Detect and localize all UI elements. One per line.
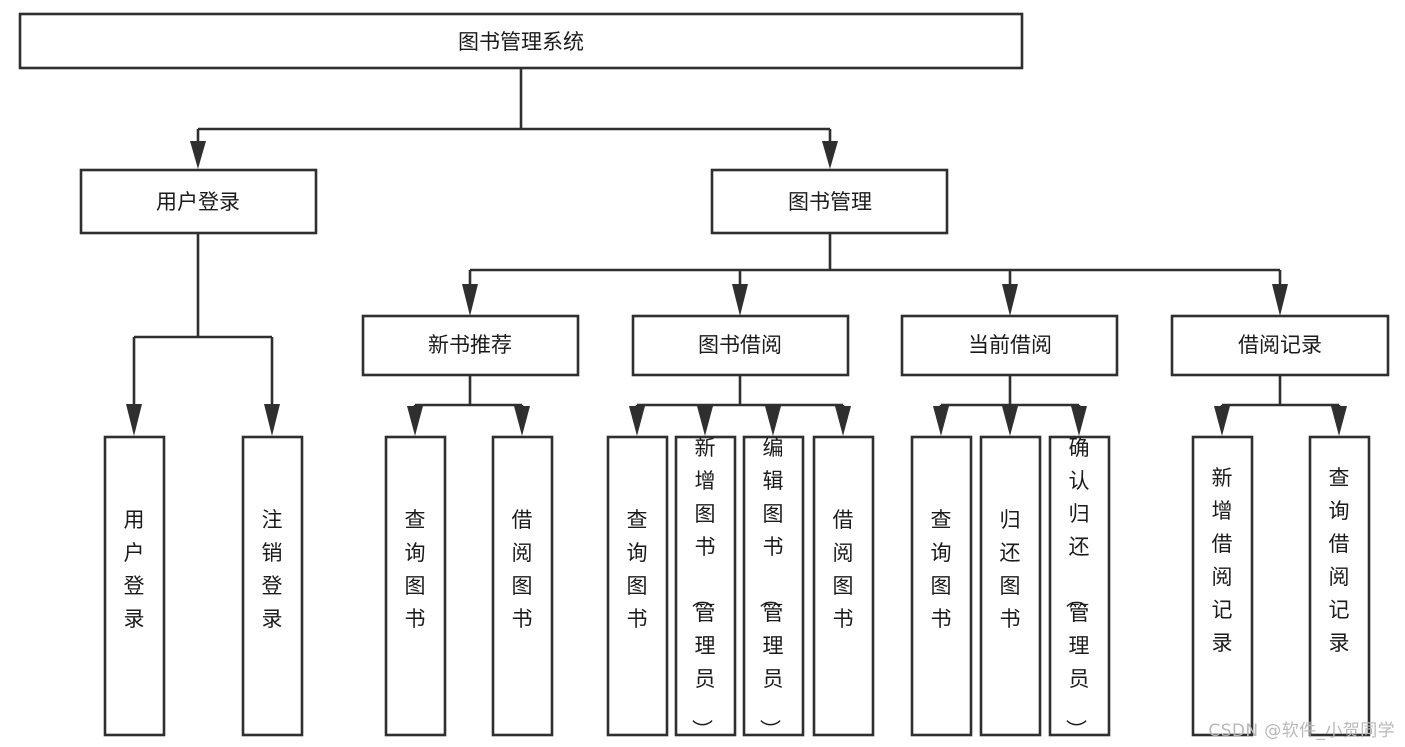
node-leaf-user-login-box[interactable] [103, 435, 166, 737]
node-book-borrow[interactable]: 图书借阅 [631, 314, 850, 377]
arrow-newbook-to-leaf2 [514, 406, 530, 436]
node-leaf-edit-book[interactable]: 编辑图书（管理员） [742, 435, 805, 740]
node-leaf-add-book-box[interactable] [674, 435, 737, 737]
node-leaf-add-record-box[interactable] [1191, 435, 1254, 737]
arrow-currentborrow-to-leaf1 [933, 406, 949, 436]
arrow-bookborrow-to-leaf2 [697, 406, 713, 436]
arrow-borrowrecord-to-leaf2 [1331, 406, 1347, 436]
node-leaf-query-book-2-box[interactable] [606, 435, 669, 737]
node-book-borrow-box[interactable] [631, 314, 850, 377]
node-current-borrow-label: 当前借阅 [968, 333, 1052, 357]
node-leaf-query-record-label: 查询借阅记录 [1329, 466, 1350, 655]
node-user-login-box[interactable] [79, 168, 318, 235]
node-leaf-confirm-return-box[interactable] [1048, 435, 1111, 737]
node-leaf-confirm-return[interactable]: 确认归还（管理员） [1048, 435, 1111, 740]
node-leaf-borrow-book-1-label: 借阅图书 [512, 508, 533, 631]
edge-group-new-book-rec [407, 375, 530, 436]
arrow-currentborrow-to-leaf3 [1071, 406, 1087, 436]
node-leaf-borrow-book-1-box[interactable] [491, 435, 554, 737]
node-borrow-record-box[interactable] [1170, 314, 1390, 377]
node-user-login-label: 用户登录 [156, 190, 240, 214]
edge-group-book-borrow [629, 375, 851, 436]
node-leaf-query-book-1-label: 查询图书 [405, 508, 426, 631]
node-leaf-user-login[interactable]: 用户登录 [103, 435, 166, 737]
node-leaf-query-book-2-label: 查询图书 [627, 508, 648, 631]
node-root[interactable]: 图书管理系统 [18, 12, 1024, 70]
node-leaf-user-login-label: 用户登录 [124, 508, 145, 631]
node-book-manage-box[interactable] [710, 168, 949, 235]
node-borrow-record-label: 借阅记录 [1238, 333, 1322, 357]
node-leaf-query-record-box[interactable] [1308, 435, 1371, 737]
node-leaf-query-book-1[interactable]: 查询图书 [384, 435, 447, 737]
edge-group-current-borrow [933, 375, 1087, 436]
arrow-root-to-book-manage [822, 141, 838, 169]
node-leaf-add-record[interactable]: 新增借阅记录 [1191, 435, 1254, 737]
node-leaf-edit-book-box[interactable] [742, 435, 805, 737]
node-leaf-confirm-return-label: 确认归还（管理员） [1064, 436, 1090, 740]
node-new-book-rec-box[interactable] [361, 314, 580, 377]
node-leaf-add-book[interactable]: 新增图书（管理员） [674, 435, 737, 740]
arrow-bm-to-currentborrow [1002, 284, 1018, 316]
node-leaf-borrow-book-2-label: 借阅图书 [833, 508, 854, 631]
node-leaf-return-book-box[interactable] [979, 435, 1042, 737]
node-root-label: 图书管理系统 [458, 30, 584, 54]
node-leaf-query-record[interactable]: 查询借阅记录 [1308, 435, 1371, 737]
node-leaf-user-logout-label: 注销登录 [262, 508, 283, 631]
arrow-user-login-to-leaf2 [264, 404, 280, 436]
node-leaf-add-book-label: 新增图书（管理员） [690, 436, 716, 740]
arrow-user-login-to-leaf1 [126, 404, 142, 436]
arrow-bm-to-bookborrow [732, 284, 748, 316]
node-current-borrow[interactable]: 当前借阅 [900, 314, 1119, 377]
node-leaf-query-book-3-box[interactable] [910, 435, 973, 737]
arrow-bookborrow-to-leaf1 [629, 406, 645, 436]
arrow-root-to-user-login [190, 141, 206, 169]
node-leaf-borrow-book-2-box[interactable] [812, 435, 875, 737]
node-root-box[interactable] [18, 12, 1024, 70]
node-leaf-user-logout[interactable]: 注销登录 [241, 435, 304, 737]
node-book-manage-label: 图书管理 [788, 190, 872, 214]
node-leaf-user-logout-box[interactable] [241, 435, 304, 737]
node-new-book-rec-label: 新书推荐 [428, 333, 512, 357]
edge-group-user-login [126, 233, 280, 436]
arrow-newbook-to-leaf1 [407, 406, 423, 436]
node-new-book-rec[interactable]: 新书推荐 [361, 314, 580, 377]
csdn-watermark: CSDN @软件_小贺同学 [1208, 721, 1395, 741]
node-leaf-query-book-3-label: 查询图书 [931, 508, 952, 631]
node-user-login[interactable]: 用户登录 [79, 168, 318, 235]
node-book-borrow-label: 图书借阅 [698, 333, 782, 357]
edge-group-root [190, 69, 838, 169]
edge-group-borrow-record [1214, 375, 1347, 436]
node-leaf-borrow-book-2[interactable]: 借阅图书 [812, 435, 875, 737]
arrow-borrowrecord-to-leaf1 [1214, 406, 1230, 436]
node-leaf-add-record-label: 新增借阅记录 [1212, 466, 1233, 655]
node-leaf-query-book-1-box[interactable] [384, 435, 447, 737]
node-leaf-edit-book-label: 编辑图书（管理员） [758, 436, 784, 740]
edge-group-book-manage [462, 233, 1288, 316]
node-leaf-return-book[interactable]: 归还图书 [979, 435, 1042, 737]
arrow-currentborrow-to-leaf2 [1002, 406, 1018, 436]
arrow-bookborrow-to-leaf4 [835, 406, 851, 436]
node-leaf-query-book-3[interactable]: 查询图书 [910, 435, 973, 737]
arrow-bm-to-newbook [462, 284, 478, 316]
node-leaf-query-book-2[interactable]: 查询图书 [606, 435, 669, 737]
arrow-bookborrow-to-leaf3 [765, 406, 781, 436]
node-current-borrow-box[interactable] [900, 314, 1119, 377]
node-borrow-record[interactable]: 借阅记录 [1170, 314, 1390, 377]
arrow-bm-to-borrowrecord [1272, 284, 1288, 316]
node-leaf-borrow-book-1[interactable]: 借阅图书 [491, 435, 554, 737]
node-leaf-return-book-label: 归还图书 [1000, 508, 1021, 631]
node-book-manage[interactable]: 图书管理 [710, 168, 949, 235]
